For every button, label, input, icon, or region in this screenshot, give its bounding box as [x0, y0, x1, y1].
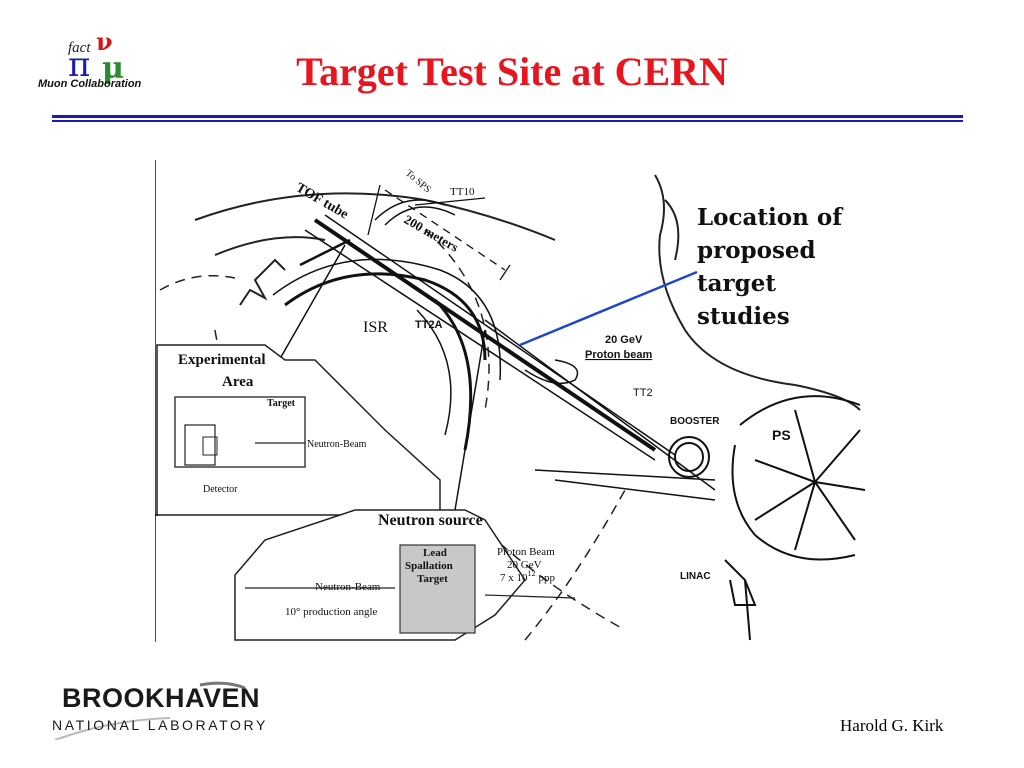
brookhaven-subtitle: NATIONAL LABORATORY: [52, 717, 268, 733]
to-sps-label: To SPS: [403, 168, 433, 195]
experimental-area-label-line1: Experimental: [178, 352, 266, 368]
neutron-source-label: Neutron source: [378, 512, 483, 529]
footer-author: Harold G. Kirk: [840, 716, 944, 735]
production-angle-label: 10° production angle: [285, 606, 377, 618]
ps-label: PS: [772, 427, 791, 443]
linac-label: LINAC: [680, 571, 711, 582]
neutron-beam-label: Neutron-Beam: [307, 439, 367, 450]
proton-beam-label: Proton Beam: [497, 546, 555, 558]
callout-line-2: proposed: [697, 237, 816, 264]
target-label: Target: [267, 398, 296, 409]
proton-intensity-unit: ppp: [539, 572, 556, 584]
ps-ring: [724, 395, 865, 641]
title-rule-bottom: [52, 120, 963, 122]
title-rule-top: [52, 115, 963, 118]
lead-label-3: Target: [417, 573, 448, 585]
proton-intensity-base: 7 x 10: [500, 572, 528, 584]
logo-mu-glyph: μ: [102, 51, 124, 86]
proton-intensity-exponent: 12: [528, 569, 536, 578]
experimental-area-label-line2: Area: [222, 374, 254, 390]
lead-label-1: Lead: [423, 547, 447, 559]
distance-label: 200 meters: [402, 212, 462, 255]
brookhaven-logo-swoosh: [54, 681, 246, 740]
tof-tube-label: TOF tube: [293, 180, 351, 222]
callout-text: Location of proposed target studies: [697, 204, 844, 330]
booster-ring: [668, 436, 710, 478]
logo-pi-glyph: π: [68, 45, 90, 85]
lead-label-2: Spallation: [405, 560, 453, 572]
callout-line-4: studies: [697, 303, 790, 330]
brookhaven-wordmark: BROOKHAVEN: [62, 683, 261, 713]
neutron-beam-2-label: Neutron-Beam: [315, 581, 381, 593]
isr-label: ISR: [363, 319, 388, 336]
logo-caption: Muon Collaboration: [38, 78, 142, 90]
lead-spallation-block: [399, 544, 476, 634]
experimental-area-inset: Experimental Area Target Neutron-Beam De…: [156, 344, 441, 516]
tt10-label: TT10: [450, 186, 475, 198]
beam-energy-label: 20 GeV: [605, 334, 643, 346]
slide-title: Target Test Site at CERN: [296, 49, 728, 94]
booster-label: BOOSTER: [670, 416, 720, 427]
callout-pointer-line: [519, 270, 698, 347]
cern-site-diagram: Experimental Area Target Neutron-Beam De…: [155, 160, 865, 642]
tt2-label: TT2: [633, 387, 653, 399]
detector-label: Detector: [203, 484, 238, 495]
muon-collaboration-logo: fact π ν μ: [68, 27, 124, 86]
tt2a-label: TT2A: [415, 319, 443, 331]
proton-energy-label: 20 GeV: [507, 559, 542, 571]
logo-fact-text: fact: [68, 40, 91, 56]
logo-nu-glyph: ν: [96, 27, 113, 56]
callout-line-3: target: [697, 270, 776, 297]
callout-line-1: Location of: [697, 204, 844, 231]
beam-name-label: Proton beam: [585, 349, 652, 361]
neutron-source-inset: Neutron source Lead Spallation Target Pr…: [234, 509, 576, 641]
